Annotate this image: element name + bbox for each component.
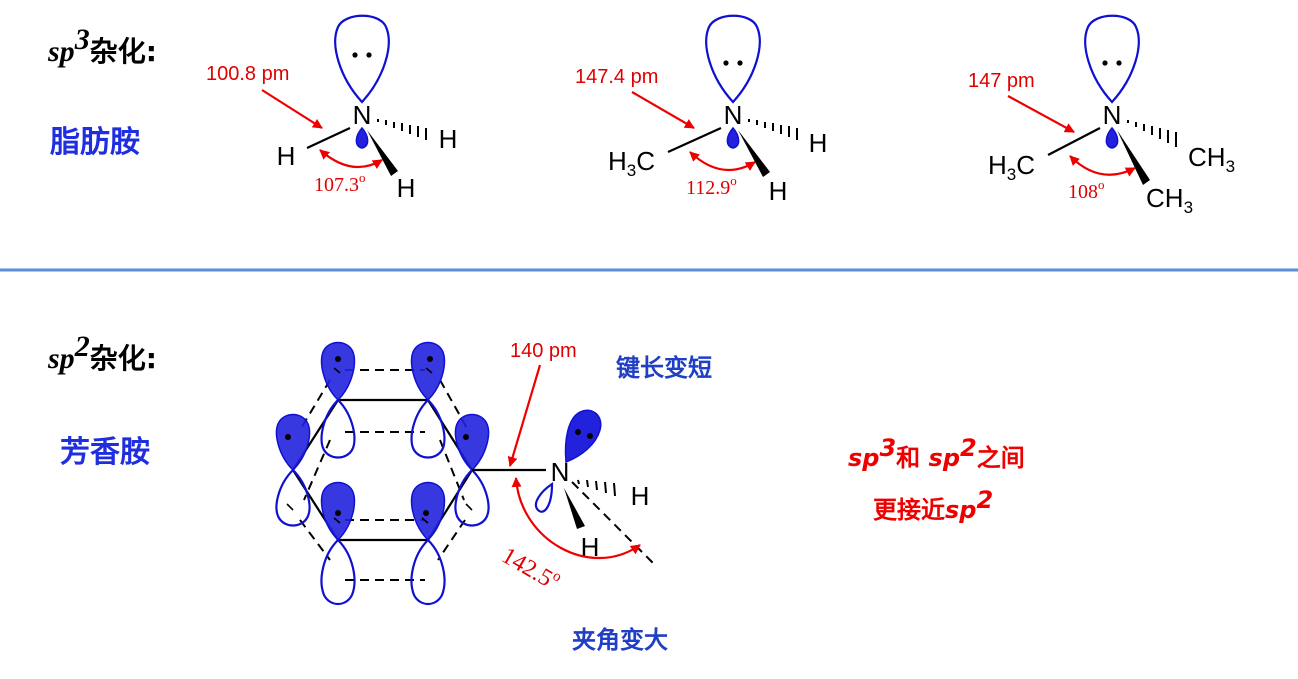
right-hydrogen: H	[631, 481, 650, 511]
small-lobe-icon	[534, 481, 554, 513]
pi-overlap-line	[299, 519, 331, 561]
aromatic-amine-category: 芳香胺	[60, 435, 150, 470]
p-orbital-icon	[320, 341, 356, 459]
svg-text:112.9o: 112.9o	[686, 173, 737, 199]
right-group: H	[809, 128, 828, 158]
degree-symbol: o	[359, 170, 366, 185]
p-orbital-icon	[454, 413, 490, 527]
bond-length-label: 147.4 pm	[575, 66, 658, 88]
conclusion-line-1: sp3和 sp2之间	[848, 434, 1025, 472]
left-group: H3C	[608, 146, 655, 180]
small-lobe-icon	[1105, 126, 1119, 149]
nitrogen-atom: N	[353, 100, 372, 130]
sp3-section-label: sp3杂化: 脂肪胺	[47, 23, 157, 160]
bond-angle-label: 108	[1068, 181, 1098, 203]
bottom-group: H	[397, 173, 416, 203]
p-orbital-icon	[410, 481, 446, 606]
bond-angle-label: 112.9	[686, 177, 730, 199]
aniline-benzene-ring	[275, 341, 490, 606]
molecule-methylamine: N H3C H H 147.4 pm 112.9o	[575, 14, 828, 206]
wedge-bond	[738, 130, 770, 177]
lone-pair-orbital-icon	[1084, 14, 1140, 104]
electron-dot	[1102, 60, 1108, 66]
lone-pair-orbital-icon	[705, 14, 761, 104]
hybridization-conclusion: sp3和 sp2之间 更接近sp2	[848, 434, 1025, 524]
left-group: H	[277, 141, 296, 171]
molecule-trimethylamine: N H3C CH3 CH3 147 pm 108o	[968, 14, 1235, 217]
p-orbital-icon	[275, 413, 311, 527]
electron-dot	[587, 433, 593, 439]
hashed-bond	[377, 119, 427, 140]
conclusion-line-2: 更接近sp2	[873, 486, 993, 524]
bond-angle-label: 142.5	[497, 543, 557, 593]
wedge-bond	[1117, 130, 1150, 185]
electron-dot	[723, 60, 729, 66]
bottom-group: CH3	[1146, 183, 1193, 217]
n-h-bond	[306, 127, 351, 149]
wedge-bond	[367, 130, 398, 176]
n-c-bond	[667, 126, 722, 154]
lone-pair-orbital-icon	[564, 409, 602, 464]
bond-length-arrow	[261, 89, 323, 129]
bond-angle-label: 107.3	[314, 174, 359, 196]
bond-angle-arc	[319, 149, 383, 169]
lone-pair-orbital-icon	[334, 14, 390, 104]
bond-angle-arc	[511, 477, 641, 560]
angle-larger-note: 夹角变大	[572, 626, 668, 654]
right-group: H	[439, 124, 458, 154]
degree-symbol: o	[730, 173, 737, 188]
aniline-annotations: 140 pm 142.5o 键长变短 夹角变大	[497, 340, 712, 654]
molecule-ammonia: N H H H 100.8 pm 107.3o	[206, 14, 458, 203]
sp2-section-label: sp2杂化: 芳香胺	[47, 330, 157, 470]
svg-text:142.5o: 142.5o	[497, 541, 564, 596]
electron-dot	[737, 60, 743, 66]
svg-text:sp3杂化:: sp3杂化:	[47, 23, 157, 68]
n-c-bond	[1047, 127, 1101, 156]
small-lobe-icon	[355, 126, 369, 149]
electron-dot	[575, 429, 581, 435]
hashed-bond	[1127, 120, 1177, 147]
bond-length-arrow	[1007, 95, 1075, 133]
hashed-bond	[748, 119, 798, 140]
nitrogen-atom: N	[1103, 100, 1122, 130]
bond-shorter-note: 键长变短	[616, 354, 712, 382]
aniline-amino-group: N H H	[472, 409, 657, 567]
bond-length-label: 100.8 pm	[206, 63, 289, 85]
right-group: CH3	[1188, 142, 1235, 176]
wedge-bond	[564, 488, 585, 529]
sp2-superscript: 2	[74, 330, 90, 363]
svg-text:107.3o: 107.3o	[314, 170, 366, 196]
bond-angle-arc	[1069, 155, 1136, 177]
sp2-hybrid-label: sp	[47, 342, 75, 375]
nitrogen-atom: N	[724, 100, 743, 130]
electron-dot	[352, 52, 358, 58]
bond-length-label: 147 pm	[968, 70, 1035, 92]
p-orbital-icon	[320, 481, 356, 606]
electron-dot	[1116, 60, 1122, 66]
pi-overlap-line	[437, 519, 466, 561]
electron-dot	[366, 52, 372, 58]
sp2-suffix: 杂化:	[90, 342, 157, 375]
degree-symbol: o	[1098, 177, 1105, 192]
sp3-suffix: 杂化:	[90, 35, 157, 68]
bond-length-arrow	[507, 364, 542, 467]
sp3-superscript: 3	[74, 23, 90, 56]
svg-text:108o: 108o	[1068, 177, 1105, 203]
sp3-hybrid-label: sp	[47, 35, 75, 68]
left-group: H3C	[988, 150, 1035, 184]
bond-angle-arc	[689, 151, 756, 172]
p-orbital-icon	[410, 341, 446, 459]
small-lobe-icon	[726, 126, 740, 149]
bottom-group: H	[769, 176, 788, 206]
svg-text:sp2杂化:: sp2杂化:	[47, 330, 157, 375]
bond-length-label: 140 pm	[510, 340, 577, 362]
bond-length-arrow	[631, 91, 695, 129]
aliphatic-amine-category: 脂肪胺	[50, 125, 140, 160]
pi-overlap-line	[303, 439, 331, 501]
